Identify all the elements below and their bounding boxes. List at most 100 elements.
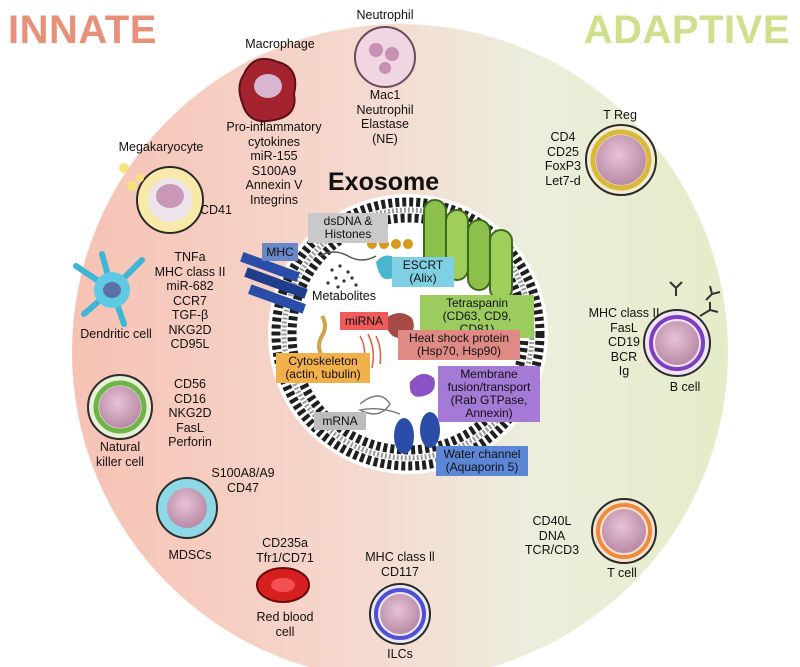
nk-markers-line: FasL bbox=[176, 420, 204, 435]
treg-markers-line: Let7-d bbox=[545, 173, 581, 188]
membrane-fusion-tag-line: Annexin) bbox=[465, 406, 513, 420]
megakaryocyte-icon bbox=[119, 163, 204, 234]
bcell-markers-line: MHC class II bbox=[588, 306, 660, 320]
membrane-fusion-tag-line: fusion/transport bbox=[447, 380, 531, 394]
hsp-tag-line: (Hsp70, Hsp90) bbox=[416, 344, 502, 358]
macrophage-name: Macrophage bbox=[245, 37, 315, 51]
nk-cell-icon bbox=[87, 374, 153, 440]
tetraspanin-icon bbox=[423, 199, 513, 301]
treg-markers-line: CD4 bbox=[550, 130, 576, 144]
tcell-markers-line: DNA bbox=[538, 528, 566, 543]
treg-icon bbox=[585, 124, 657, 196]
bcell-markers-line: CD19 bbox=[608, 335, 640, 349]
red-blood-cell-icon bbox=[256, 567, 310, 603]
mhc-tag: MHC bbox=[262, 243, 298, 261]
water-channel-tag-line: (Aquaporin 5) bbox=[445, 460, 519, 474]
water-channel-icon bbox=[394, 412, 440, 454]
hsp-tag-line: Heat shock protein bbox=[408, 331, 510, 345]
treg-markers-line: CD25 bbox=[547, 144, 579, 159]
macrophage-markers-line: miR-155 bbox=[250, 149, 298, 163]
mirna-tag: miRNA bbox=[340, 312, 388, 330]
neutrophil-icon bbox=[354, 26, 416, 88]
dendritic-markers-line: MHC class II bbox=[154, 264, 226, 279]
macrophage-markers-line: S100A9 bbox=[251, 163, 297, 178]
ilc-icon bbox=[369, 583, 431, 645]
neutrophil-markers-line: Neutrophil bbox=[356, 102, 414, 117]
b-cell-icon bbox=[643, 281, 721, 377]
macrophage-markers-line: Integrins bbox=[250, 192, 298, 207]
cytoskeleton-tag-line: (actin, tubulin) bbox=[285, 367, 361, 381]
escrt-tag-line: ESCRT bbox=[402, 258, 444, 272]
membrane-fusion-icon bbox=[409, 373, 435, 397]
dendritic-markers-line: miR-682 bbox=[166, 279, 214, 293]
dsdna-tag: dsDNA &Histones bbox=[308, 213, 388, 243]
nk-markers-line: CD56 bbox=[174, 377, 206, 391]
bcell-name: B cell bbox=[669, 380, 701, 394]
dendritic-name: Dendritic cell bbox=[80, 327, 152, 341]
neutrophil-markers-line: Elastase bbox=[361, 117, 409, 131]
dendritic-cell-icon bbox=[73, 251, 145, 327]
dendritic-markers-line: NKG2D bbox=[168, 322, 212, 337]
tcell-markers-line: CD40L bbox=[532, 514, 572, 528]
macrophage-markers-line: cytokines bbox=[247, 134, 301, 149]
nk-name-line: Natural bbox=[99, 440, 141, 454]
mhc-icon bbox=[240, 252, 308, 314]
nk-markers-line: NKG2D bbox=[168, 406, 212, 420]
dsdna-tag-line: dsDNA & bbox=[323, 214, 373, 228]
escrt-tag-line: (Alix) bbox=[409, 271, 437, 285]
neutrophil-markers-line: Mac1 bbox=[369, 88, 401, 102]
rbc-name-line: cell bbox=[275, 624, 295, 639]
ilc-name: ILCs bbox=[387, 647, 413, 661]
t-cell-icon bbox=[591, 498, 657, 564]
dsdna-tag-line: Histones bbox=[324, 227, 372, 241]
neutrophil-name: Neutrophil bbox=[356, 8, 414, 22]
exosome-title: Exosome bbox=[328, 168, 440, 196]
metabolites-label: Metabolites bbox=[312, 289, 376, 303]
nk-markers-line: Perforin bbox=[168, 435, 212, 449]
dendritic-markers-line: CD95L bbox=[170, 337, 210, 351]
metabolites-icon bbox=[326, 264, 358, 289]
treg-markers-line: FoxP3 bbox=[544, 159, 582, 173]
hsp-tag: Heat shock protein(Hsp70, Hsp90) bbox=[398, 330, 520, 360]
mdsc-icon bbox=[156, 477, 218, 539]
escrt-tag: ESCRT(Alix) bbox=[392, 257, 454, 287]
ilc-markers-line: CD117 bbox=[381, 564, 419, 579]
membrane-fusion-tag-line: (Rab GTPase, bbox=[450, 393, 528, 407]
rbc-name-line: Red blood bbox=[256, 610, 314, 624]
macrophage-markers-line: Annexin V bbox=[245, 178, 303, 192]
rbc-markers-line: Tfr1/CD71 bbox=[256, 550, 314, 565]
dendritic-markers-line: TGF-β bbox=[171, 308, 209, 322]
macrophage-icon bbox=[238, 58, 297, 123]
cytoskeleton-tag: Cytoskeleton(actin, tubulin) bbox=[276, 353, 370, 383]
treg-name: T Reg bbox=[603, 108, 637, 122]
dendritic-markers-line: TNFa bbox=[174, 250, 206, 264]
neutrophil-markers-line: (NE) bbox=[372, 131, 398, 146]
cytoskeleton-tag-line: Cytoskeleton bbox=[288, 354, 358, 368]
mdsc-markers-line: S100A8/A9 bbox=[211, 466, 275, 480]
tcell-name: T cell bbox=[607, 566, 637, 580]
innate-heading: INNATE bbox=[8, 8, 157, 52]
water-channel-tag: Water channel(Aquaporin 5) bbox=[436, 446, 528, 476]
adaptive-heading: ADAPTIVE bbox=[583, 8, 790, 52]
mdsc-name: MDSCs bbox=[168, 548, 212, 562]
megakaryocyte-markers-line: CD41 bbox=[200, 203, 232, 217]
rbc-markers-line: CD235a bbox=[262, 536, 308, 550]
bcell-markers-line: Ig bbox=[618, 364, 630, 378]
mrna-tag: mRNA bbox=[314, 412, 366, 430]
nk-name-line: killer cell bbox=[96, 454, 144, 469]
tetraspanin-tag-line: Tetraspanin bbox=[445, 296, 509, 310]
tcell-markers-line: TCR/CD3 bbox=[524, 543, 580, 557]
membrane-fusion-tag-line: Membrane bbox=[460, 367, 518, 381]
